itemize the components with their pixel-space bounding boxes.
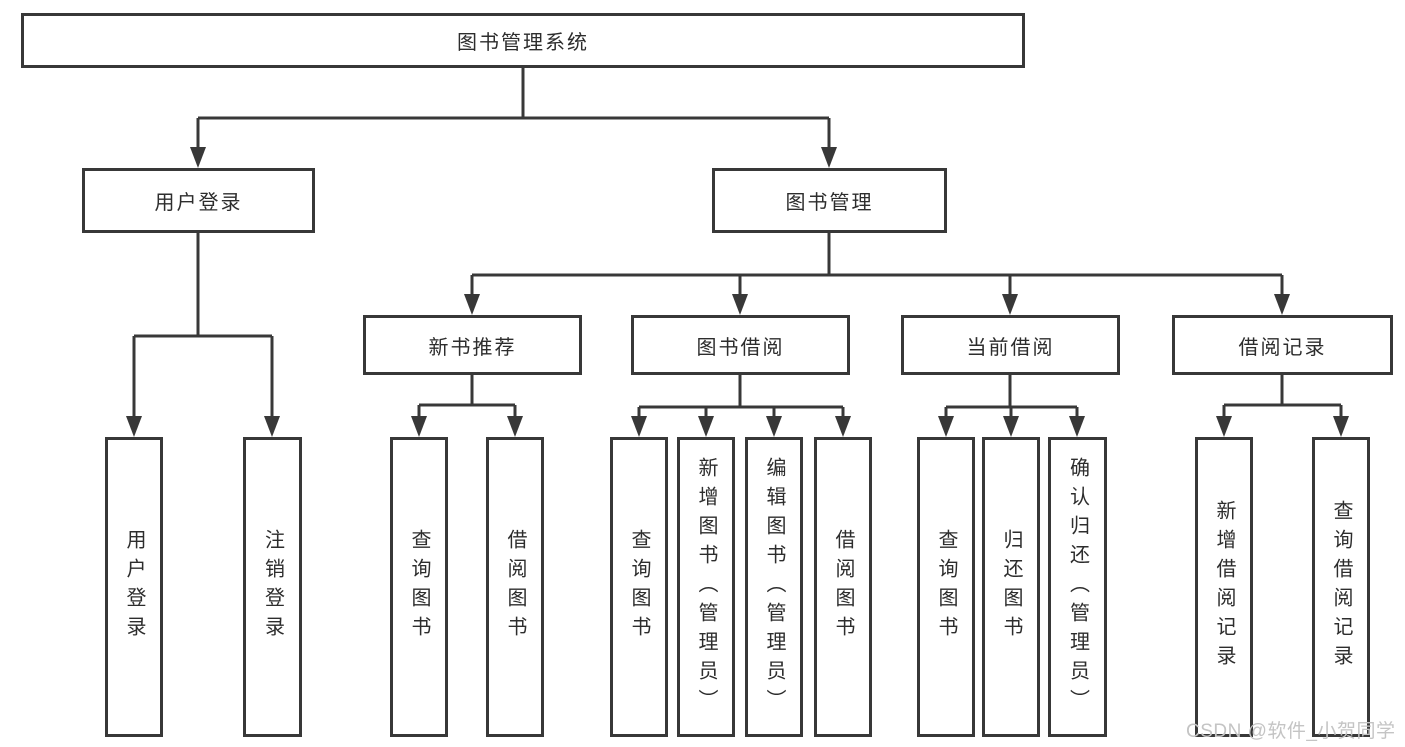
leaf-query-borrow-record: 查询借阅记录 [1312, 437, 1370, 737]
leaf-query-books-borrowing: 查询图书 [610, 437, 668, 737]
arrowhead-icon [766, 416, 782, 437]
leaf-return-books: 归还图书 [982, 437, 1040, 737]
leaf-add-books-admin: 新增图书（管理员） [677, 437, 735, 737]
node-label: 用户登录 [154, 192, 243, 214]
node-label: 用户登录 [123, 529, 145, 645]
node-label: 查询借阅记录 [1330, 500, 1352, 674]
node-label: 借阅记录 [1238, 336, 1327, 359]
arrowhead-icon [938, 416, 954, 437]
arrowhead-icon [835, 416, 851, 437]
node-label: 查询图书 [408, 529, 430, 645]
leaf-borrow-books-recommend: 借阅图书 [486, 437, 544, 737]
csdn-watermark: CSDN @软件_小贺同学 [1186, 721, 1396, 742]
node-label: 图书管理 [785, 192, 874, 214]
arrowhead-icon [464, 294, 480, 315]
leaf-query-books-current: 查询图书 [917, 437, 975, 737]
arrowhead-icon [1003, 416, 1019, 437]
arrowhead-icon [264, 416, 280, 437]
node-label: 当前借阅 [966, 336, 1055, 359]
node-label: 归还图书 [1000, 529, 1022, 645]
node-label: 查询图书 [935, 529, 957, 645]
arrowhead-icon [732, 294, 748, 315]
arrowhead-icon [1333, 416, 1349, 437]
leaf-query-books-recommend: 查询图书 [390, 437, 448, 737]
arrowhead-icon [1274, 294, 1290, 315]
node-current-borrowing: 当前借阅 [901, 315, 1120, 375]
node-label: 借阅图书 [504, 529, 526, 645]
node-label: 图书管理系统 [457, 32, 589, 54]
leaf-add-borrow-record: 新增借阅记录 [1195, 437, 1253, 737]
node-user-login: 用户登录 [82, 168, 315, 233]
node-label: 注销登录 [261, 529, 284, 645]
arrowhead-icon [190, 147, 206, 168]
node-library-management-system: 图书管理系统 [21, 13, 1025, 68]
node-label: 新增图书（管理员） [695, 456, 717, 718]
node-borrowing-records: 借阅记录 [1172, 315, 1393, 375]
node-label: 编辑图书（管理员） [763, 456, 785, 718]
arrowhead-icon [821, 147, 837, 168]
leaf-user-login: 用户登录 [105, 437, 163, 737]
node-label: 图书借阅 [696, 336, 785, 359]
node-book-management: 图书管理 [712, 168, 947, 233]
arrowhead-icon [507, 416, 523, 437]
node-label: 借阅图书 [832, 529, 854, 645]
arrowhead-icon [631, 416, 647, 437]
node-book-borrowing: 图书借阅 [631, 315, 850, 375]
arrowhead-icon [411, 416, 427, 437]
leaf-logout: 注销登录 [243, 437, 302, 737]
arrowhead-icon [1069, 416, 1085, 437]
arrowhead-icon [1002, 294, 1018, 315]
node-label: 查询图书 [628, 529, 650, 645]
node-new-book-recommendation: 新书推荐 [363, 315, 582, 375]
leaf-borrow-books-borrowing: 借阅图书 [814, 437, 872, 737]
leaf-edit-books-admin: 编辑图书（管理员） [745, 437, 803, 737]
arrowhead-icon [1216, 416, 1232, 437]
node-label: 新书推荐 [428, 336, 517, 359]
node-label: 确认归还（管理员） [1066, 456, 1089, 718]
leaf-confirm-return-admin: 确认归还（管理员） [1048, 437, 1107, 737]
node-label: 新增借阅记录 [1213, 500, 1235, 674]
arrowhead-icon [698, 416, 714, 437]
arrowhead-icon [126, 416, 142, 437]
